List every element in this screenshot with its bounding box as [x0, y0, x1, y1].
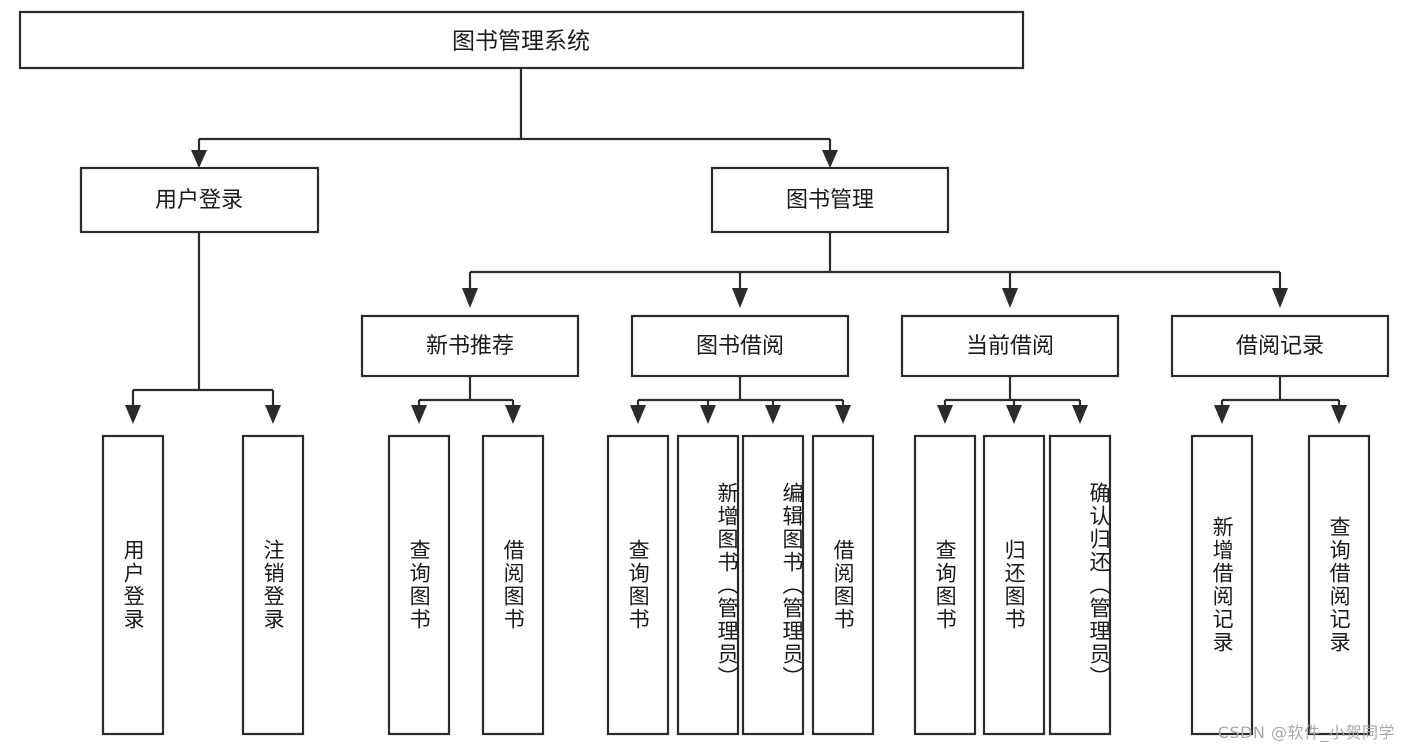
node-book-management[interactable]: 图书管理	[710, 166, 950, 234]
leaf-box-bb-edit-book[interactable]	[741, 434, 805, 736]
leaf-box-bb-add-book[interactable]	[676, 434, 740, 736]
leaf-box-nbr-borrow-book[interactable]	[481, 434, 545, 736]
arrowhead-current-borrow	[1002, 288, 1018, 308]
arrowhead-bb-leaf1	[630, 405, 646, 424]
node-book-management-label: 图书管理	[786, 188, 874, 213]
node-book-borrow-box[interactable]	[630, 314, 850, 378]
arrowhead-ul-leaf2	[265, 405, 281, 424]
leaf-box-bb-query-book[interactable]	[606, 434, 670, 736]
node-book-management-box[interactable]	[710, 166, 950, 234]
arrowhead-cb-leaf3	[1072, 405, 1088, 424]
leaf-box-bb-borrow-book[interactable]	[811, 434, 875, 736]
arrowhead-book-borrow	[732, 288, 748, 308]
arrowhead-br-leaf1	[1214, 405, 1230, 424]
node-current-borrow-box[interactable]	[900, 314, 1120, 378]
node-current-borrow-label: 当前借阅	[966, 334, 1054, 359]
leaf-box-logout[interactable]	[241, 434, 305, 736]
leaf-box-br-add-record[interactable]	[1190, 434, 1254, 736]
node-user-login[interactable]: 用户登录	[79, 166, 320, 234]
leaf-box-user-login[interactable]	[101, 434, 165, 736]
arrowhead-borrow-record	[1272, 288, 1288, 308]
arrowhead-book-mgmt	[822, 150, 838, 168]
node-root-label: 图书管理系统	[452, 29, 590, 55]
arrowhead-cb-leaf1	[937, 405, 953, 424]
node-current-borrow[interactable]: 当前借阅	[900, 314, 1120, 378]
node-new-book-recommend-box[interactable]	[360, 314, 580, 378]
csdn-watermark: CSDN @软件_小贺同学	[1217, 723, 1395, 742]
arrowhead-user-login	[191, 150, 207, 168]
arrowhead-bb-leaf3	[765, 405, 781, 424]
node-user-login-label: 用户登录	[155, 188, 243, 213]
node-book-borrow-label: 图书借阅	[696, 334, 784, 359]
arrowhead-bb-leaf2	[700, 405, 716, 424]
node-root[interactable]: 图书管理系统	[18, 10, 1025, 70]
node-new-book-recommend[interactable]: 新书推荐	[360, 314, 580, 378]
arrowhead-nbr-leaf2	[505, 405, 521, 424]
arrowhead-new-book	[462, 288, 478, 308]
leaf-box-cb-query-book[interactable]	[913, 434, 977, 736]
node-borrow-record[interactable]: 借阅记录	[1170, 314, 1390, 378]
node-borrow-record-box[interactable]	[1170, 314, 1390, 378]
leaf-box-cb-confirm-return[interactable]	[1048, 434, 1112, 736]
arrowhead-nbr-leaf1	[411, 405, 427, 424]
leaf-box-cb-return-book[interactable]	[982, 434, 1046, 736]
node-root-box[interactable]	[18, 10, 1025, 70]
node-book-borrow[interactable]: 图书借阅	[630, 314, 850, 378]
arrowhead-cb-leaf2	[1006, 405, 1022, 424]
arrowhead-br-leaf2	[1331, 405, 1347, 424]
leaf-box-nbr-query-book[interactable]	[387, 434, 451, 736]
arrowhead-bb-leaf4	[835, 405, 851, 424]
node-borrow-record-label: 借阅记录	[1236, 334, 1324, 359]
leaf-box-br-query-record[interactable]	[1307, 434, 1371, 736]
node-new-book-recommend-label: 新书推荐	[426, 334, 514, 359]
arrowhead-ul-leaf1	[125, 405, 141, 424]
